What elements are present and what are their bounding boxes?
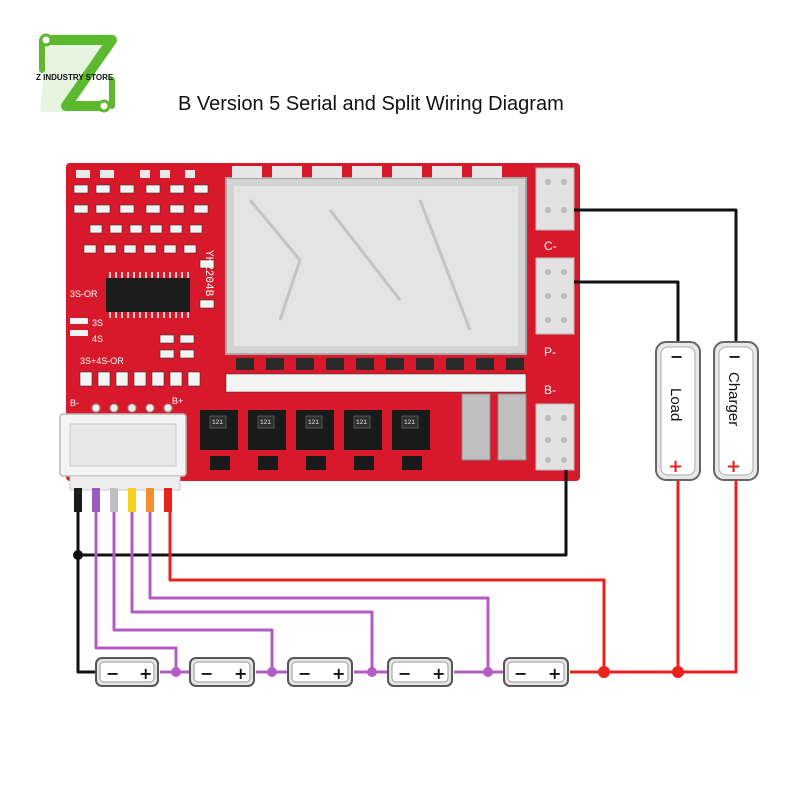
cell-minus: − (398, 664, 411, 683)
chip-marking: 121 (260, 419, 271, 426)
junction-dots (73, 550, 684, 678)
battery-cell: − + (95, 657, 159, 687)
wire-red-bus (570, 478, 738, 674)
cell-minus: − (298, 664, 311, 683)
wire-purple-3 (130, 512, 374, 672)
wire-purple-1 (94, 512, 178, 672)
chip-marking: 121 (404, 419, 415, 426)
main-ic-chip (106, 272, 190, 318)
wire-red-balance (168, 512, 606, 672)
metal-shield (225, 177, 527, 355)
diagram-title: B Version 5 Serial and Split Wiring Diag… (178, 93, 564, 115)
label-p-minus: P- (544, 345, 556, 359)
label-b-minus-left: B- (70, 398, 79, 408)
load-minus: − (670, 347, 683, 366)
load-terminal: − Load + (655, 341, 701, 481)
chip-marking: 121 (308, 419, 319, 426)
terminal-pads (535, 167, 575, 471)
battery-cell: − + (503, 657, 569, 687)
wires (76, 208, 738, 674)
battery-cell: − + (287, 657, 353, 687)
wire-black-main (76, 512, 96, 674)
board-model: YH2204B (202, 250, 214, 297)
wire-purple-4 (148, 512, 490, 672)
label-3s: 3S (92, 318, 103, 328)
label-4s: 4S (92, 334, 103, 344)
load-plus: + (668, 456, 683, 477)
cell-plus: + (234, 664, 247, 683)
cell-plus: + (332, 664, 345, 683)
cell-plus: + (432, 664, 445, 683)
cell-minus: − (106, 664, 119, 683)
label-3s4s-or: 3S+4S-OR (80, 356, 124, 366)
balance-chips: 121 121 121 121 121 (200, 410, 430, 450)
store-name: Z INDUSTRY STORE (36, 73, 114, 82)
balance-connector (59, 413, 187, 512)
label-3s-or: 3S-OR (70, 289, 98, 299)
bms-board: 3S-OR 3S 4S 3S+4S-OR YH2204B (66, 163, 580, 481)
cell-minus: − (514, 664, 527, 683)
cell-plus: + (139, 664, 152, 683)
charger-plus: + (726, 456, 741, 477)
wire-black-p-minus (574, 280, 680, 342)
cell-plus: + (548, 664, 561, 683)
chip-marking: 121 (212, 419, 223, 426)
battery-cell: − + (189, 657, 255, 687)
chip-marking: 121 (356, 419, 367, 426)
wire-purple-2 (112, 512, 274, 672)
store-logo: Z INDUSTRY STORE (36, 33, 118, 113)
charger-label: Charger (725, 372, 742, 426)
label-c-minus: C- (544, 239, 557, 253)
wire-black-b-minus (78, 470, 568, 557)
charger-minus: − (728, 347, 741, 366)
cell-minus: − (200, 664, 213, 683)
battery-cell: − + (387, 657, 453, 687)
charger-terminal: − Charger + (713, 341, 759, 481)
wire-black-c-minus (574, 208, 738, 342)
label-b-plus: B+ (172, 396, 183, 406)
load-label: Load (667, 388, 684, 421)
label-b-minus-right: B- (544, 383, 556, 397)
battery-cells: − + − + − + − + − + (95, 657, 569, 687)
